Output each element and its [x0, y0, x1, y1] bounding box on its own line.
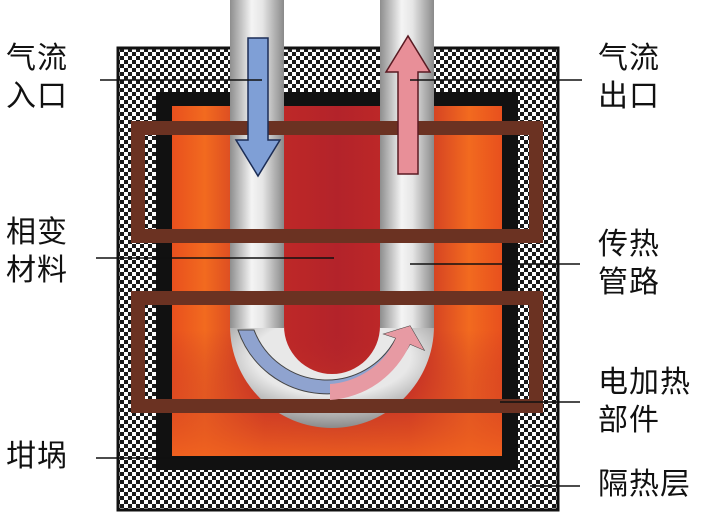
label-outlet: 气流 出口	[598, 41, 660, 114]
leader-lines	[96, 79, 582, 487]
label-insulation: 隔热层	[598, 467, 691, 502]
arrow-up-icon	[384, 34, 432, 175]
heater-band-upper	[131, 121, 543, 243]
label-heat-transfer-pipe: 传热 管路	[598, 227, 660, 300]
arrow-down-icon	[234, 37, 282, 178]
label-crucible: 坩埚	[6, 439, 68, 474]
label-phase-change-material: 相变 材料	[6, 215, 68, 288]
label-inlet: 气流 入口	[6, 41, 68, 114]
label-electric-heater: 电加热 部件	[598, 365, 691, 438]
heater-band-lower	[131, 291, 543, 413]
